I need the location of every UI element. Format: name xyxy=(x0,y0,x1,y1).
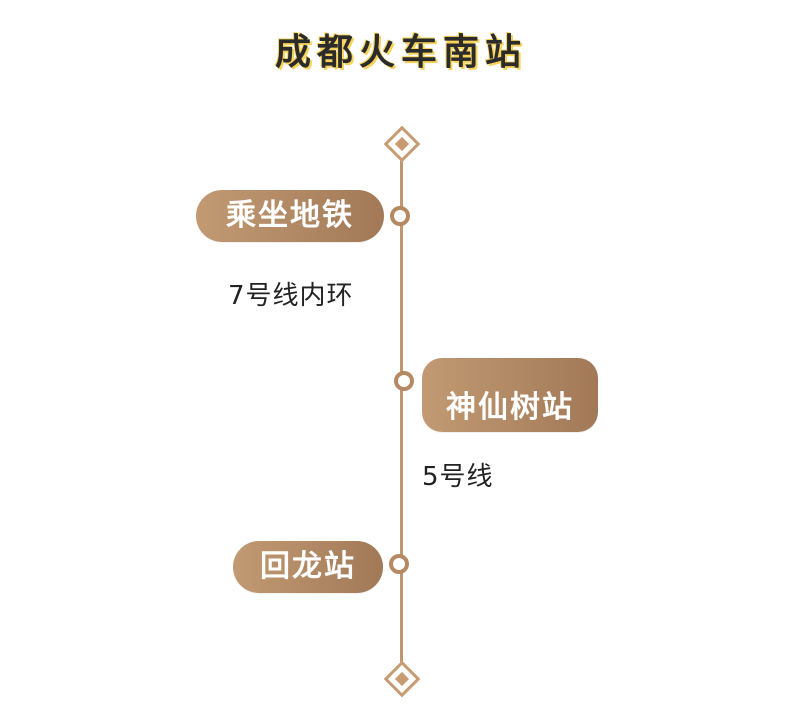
step-pill-shenxianshu: 神仙树站 xyxy=(422,358,598,432)
page-title-wrap: 成都火车南站 xyxy=(0,28,802,78)
circle-marker-icon xyxy=(390,206,410,226)
step-note: 5号线 xyxy=(422,462,494,492)
step-pill-huilong: 回龙站 xyxy=(233,541,383,593)
timeline-line xyxy=(400,145,403,675)
step-label: 神仙树站 xyxy=(446,390,574,425)
page-title-text: 成都火车南站 xyxy=(274,32,527,73)
step-note: 7号线内环 xyxy=(228,281,354,311)
diamond-marker-icon xyxy=(383,660,421,698)
step-pill-subway: 乘坐地铁 xyxy=(196,190,384,242)
step-label: 乘坐地铁 xyxy=(226,198,354,233)
step-label: 回龙站 xyxy=(260,549,356,584)
circle-marker-icon xyxy=(394,371,414,391)
page-title: 成都火车南站 xyxy=(270,28,531,78)
diamond-marker-icon xyxy=(383,125,421,163)
circle-marker-icon xyxy=(389,554,409,574)
